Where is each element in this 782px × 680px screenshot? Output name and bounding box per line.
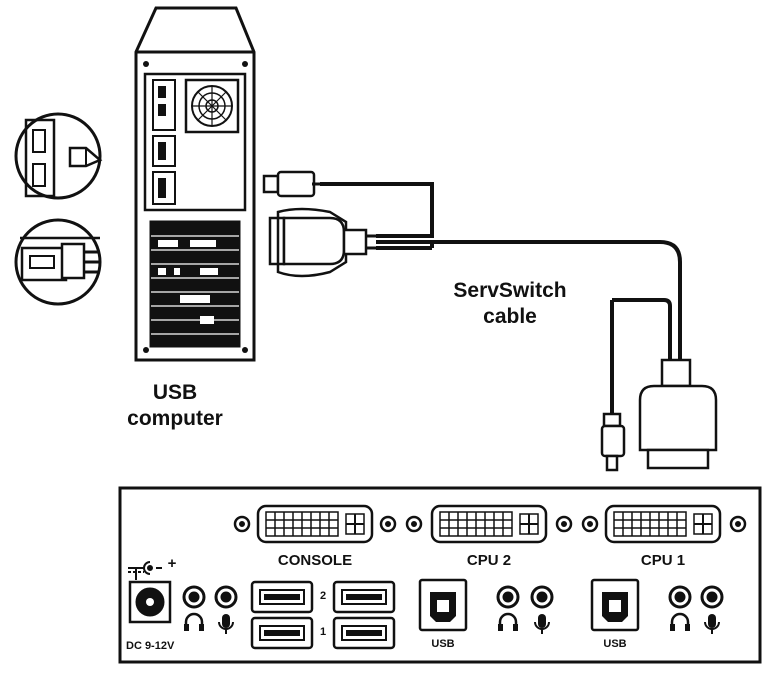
computer-label: USB computer	[95, 380, 255, 432]
microphone-icon	[218, 614, 234, 634]
cpu1-usb-b-port	[590, 578, 640, 632]
cable-label-line1: ServSwitch	[453, 279, 567, 302]
serial-port-detail	[14, 218, 102, 306]
dc-polarity-icon	[128, 561, 162, 580]
microphone-icon	[704, 614, 720, 634]
cpu2-dvi-port	[405, 504, 573, 544]
cpu2-usb-b-port	[418, 578, 468, 632]
cable-label-line2: cable	[483, 305, 537, 328]
fan-icon	[184, 78, 240, 134]
cpu2-audio-jacks	[496, 585, 554, 634]
usb-row-1-label: 1	[319, 626, 327, 638]
console-dvi-port	[233, 504, 397, 544]
console-usb-ports	[250, 580, 396, 650]
console-label: CONSOLE	[277, 552, 353, 569]
dc-power-jack	[128, 561, 172, 624]
usb-row-2-label: 2	[319, 590, 327, 602]
cpu1-label: CPU 1	[640, 552, 686, 569]
cable-label: ServSwitch cable	[410, 278, 610, 330]
cpu2-label: CPU 2	[466, 552, 512, 569]
headphone-icon	[498, 612, 518, 631]
dc-voltage-label: DC 9-12V	[126, 640, 175, 652]
dc-plus-sign: +	[167, 555, 177, 572]
computer-label-line2: computer	[127, 407, 223, 430]
cpu1-audio-jacks	[668, 585, 724, 634]
servswitch-cable	[262, 170, 718, 472]
headphone-icon	[670, 612, 690, 631]
cpu1-usb-label: USB	[603, 638, 627, 650]
cpu1-dvi-port	[581, 504, 747, 544]
computer-label-line1: USB	[152, 381, 198, 404]
cpu2-usb-label: USB	[431, 638, 455, 650]
usb-port-detail	[14, 112, 103, 200]
usb-computer	[134, 6, 256, 362]
console-audio-jacks	[182, 585, 238, 634]
headphone-icon	[184, 612, 204, 631]
microphone-icon	[534, 614, 550, 634]
